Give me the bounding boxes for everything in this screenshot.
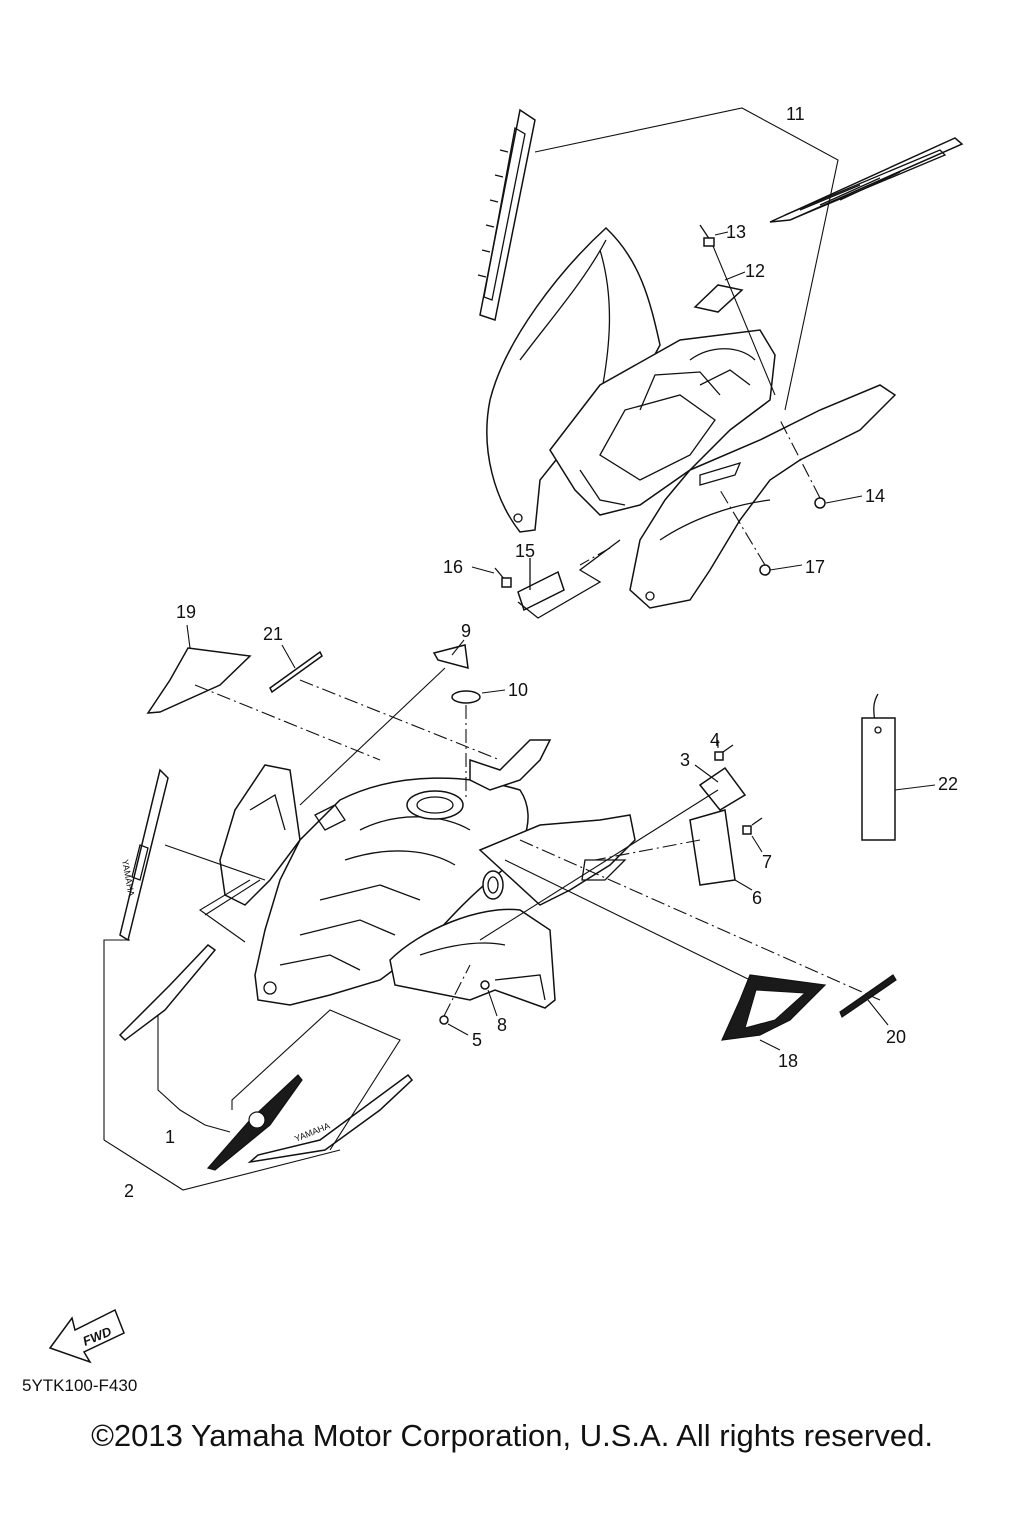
plate-3: [698, 766, 747, 811]
yamaha-decal-text-1: YAMAHA: [120, 859, 136, 898]
grommet-14: [814, 497, 826, 509]
callout-13: 13: [726, 222, 746, 242]
drawing-code: 5YTK100-F430: [22, 1376, 138, 1395]
callout-2: 2: [124, 1181, 134, 1201]
cap-10: [451, 690, 481, 704]
grommet-5: [439, 1015, 449, 1025]
callout-6: 6: [752, 888, 762, 908]
decal-left-yamaha: YAMAHA: [119, 768, 169, 942]
rear-decal-right: [769, 137, 964, 223]
callout-3: 3: [680, 750, 690, 770]
copyright-notice: ©2013 Yamaha Motor Corporation, U.S.A. A…: [91, 1418, 933, 1453]
decal-19: [146, 647, 252, 714]
rear-fender: [486, 226, 897, 609]
callout-8: 8: [497, 1015, 507, 1035]
callout-12: 12: [745, 261, 765, 281]
decal-21: [269, 650, 323, 694]
leader-11: [534, 107, 839, 411]
callout-11: 11: [786, 104, 805, 124]
plate-6: [689, 809, 736, 886]
grommet-17: [759, 564, 771, 576]
rear-plate-12: [693, 284, 744, 313]
callout-5: 5: [472, 1030, 482, 1050]
callout-14: 14: [865, 486, 885, 506]
emblem-9: [432, 644, 469, 670]
callout-15: 15: [515, 541, 535, 561]
rear-decal-left: [477, 108, 536, 321]
callout-4: 4: [710, 730, 720, 750]
warning-tag-22: [861, 693, 936, 841]
callout-7: 7: [762, 852, 772, 872]
bolt-7: [742, 817, 763, 853]
bolt-4: [714, 740, 734, 761]
bolt-16: [471, 566, 512, 588]
label-15: [517, 570, 565, 612]
callout-9: 9: [461, 621, 471, 641]
decal-20: [839, 974, 897, 1018]
fwd-arrow-icon: FWD: [48, 1308, 125, 1364]
decal-left-lower: [118, 944, 217, 1041]
front-fender: [219, 739, 636, 1009]
callout-19: 19: [176, 602, 196, 622]
callout-20: 20: [886, 1027, 906, 1047]
callout-16: 16: [443, 557, 463, 577]
decal-front-emblem: [206, 1074, 303, 1171]
callout-10: 10: [508, 680, 528, 700]
callout-21: 21: [263, 624, 283, 644]
decal-18: [721, 974, 827, 1041]
callout-1: 1: [165, 1127, 175, 1147]
callout-22: 22: [938, 774, 958, 794]
callout-18: 18: [778, 1051, 798, 1071]
callout-17: 17: [805, 557, 825, 577]
grommet-8: [480, 980, 490, 990]
callout-labels: 1 2 3 4 5 6 7 8 9 10 11 12 13 14 15 16 1…: [124, 104, 958, 1201]
bolt-13: [699, 224, 776, 396]
